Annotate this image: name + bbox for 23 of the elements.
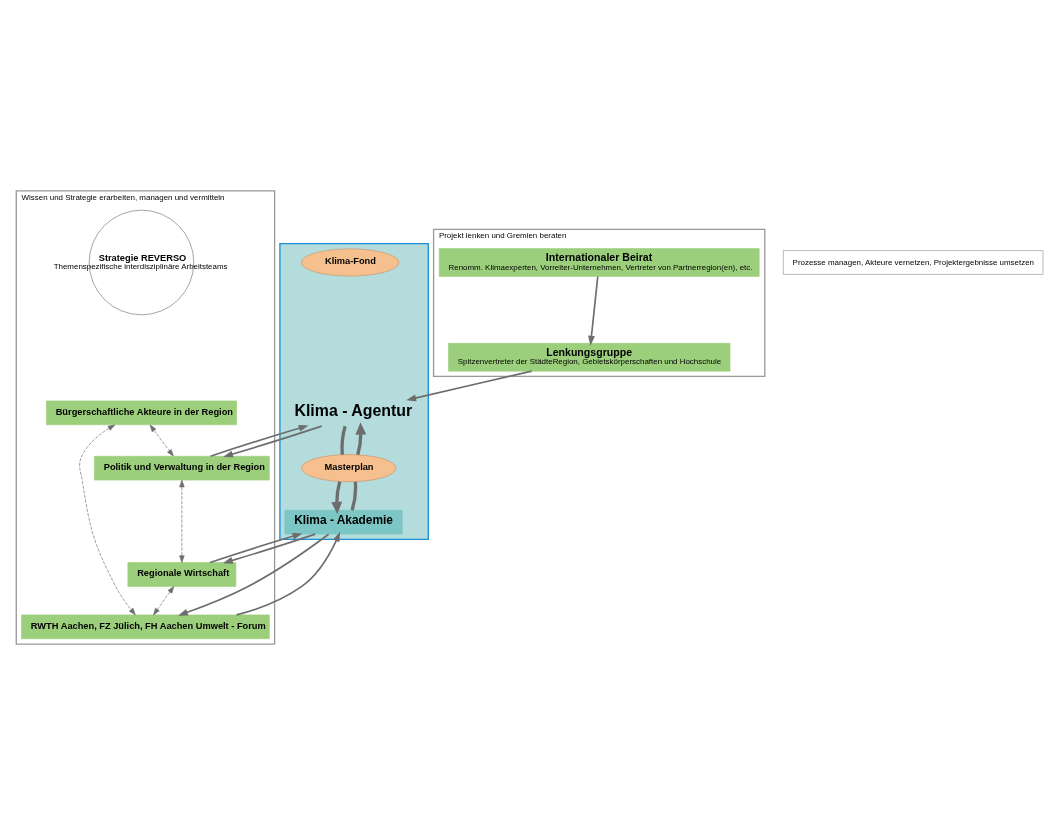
- connector: [340, 425, 347, 455]
- node-ellipse: Masterplan: [301, 454, 397, 483]
- arrow: [355, 422, 367, 456]
- arrow: [177, 533, 330, 616]
- node-box: Regionale Wirtschaft: [127, 562, 237, 587]
- node-box: Klima - Akademie: [284, 509, 403, 535]
- node-box: Politik und Verwaltung in der Region: [94, 455, 270, 481]
- connector: [350, 481, 358, 511]
- arrow: [235, 531, 341, 616]
- arrow: [331, 481, 343, 515]
- node-box: RWTH Aachen, FZ Jülich, FH Aachen Umwelt - Forum: [21, 614, 270, 640]
- arrow: [209, 532, 303, 564]
- arrow: [222, 533, 317, 564]
- arrow: [149, 424, 174, 457]
- arrow: [179, 479, 185, 563]
- arrow: [588, 275, 599, 346]
- arrow: [153, 586, 175, 616]
- arrow: [406, 370, 533, 402]
- node-box: Bürgerschaftliche Akteure in der Region: [46, 400, 237, 426]
- node-ellipse: Klima-Fond: [301, 248, 400, 277]
- arrow: [223, 425, 323, 458]
- arrow: [209, 424, 309, 457]
- arrow: [79, 424, 136, 616]
